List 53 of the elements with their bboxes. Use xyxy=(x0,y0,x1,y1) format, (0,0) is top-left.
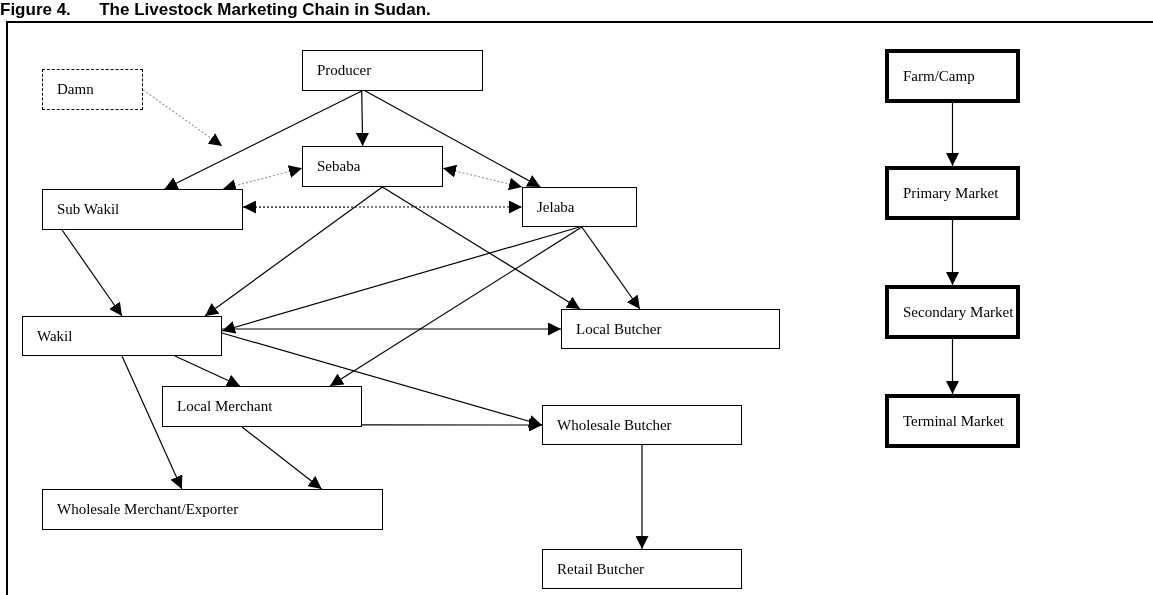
arrow xyxy=(121,355,183,490)
process-box xyxy=(22,316,222,356)
process-box xyxy=(561,309,780,349)
node-label: Terminal Market xyxy=(903,412,1004,430)
process-box xyxy=(522,187,637,227)
node-label: Wakil xyxy=(37,327,73,345)
arrow xyxy=(946,102,959,167)
node-label: Producer xyxy=(317,62,372,79)
arrow xyxy=(381,186,581,310)
node-label: Damn xyxy=(57,81,94,98)
process-box xyxy=(542,549,742,589)
node-label: Secondary Market xyxy=(903,303,1014,321)
arrow xyxy=(581,226,641,310)
node-label: Retail Butcher xyxy=(557,560,645,578)
process-box xyxy=(885,166,1020,220)
node-label: Jelaba xyxy=(537,198,575,216)
arrow xyxy=(361,418,543,432)
process-box xyxy=(885,285,1020,339)
process-box xyxy=(302,146,443,187)
node-label: Sub Wakil xyxy=(57,201,120,218)
arrow xyxy=(164,90,363,190)
process-box xyxy=(542,405,742,445)
node-label: Farm/Camp xyxy=(903,67,975,85)
node-label: Local Merchant xyxy=(177,398,273,415)
arrow xyxy=(442,164,523,191)
arrow xyxy=(221,226,581,334)
process-box xyxy=(42,69,143,110)
process-box xyxy=(162,386,362,427)
arrow xyxy=(242,200,523,214)
node-label: Wholesale Butcher xyxy=(557,416,672,434)
arrow xyxy=(946,219,959,286)
arrow xyxy=(61,229,123,317)
arrow xyxy=(174,355,241,387)
arrow xyxy=(241,426,323,490)
process-box xyxy=(42,189,243,230)
arrow xyxy=(355,90,369,147)
process-box xyxy=(42,489,383,530)
node-label: Wholesale Merchant/Exporter xyxy=(57,501,239,518)
process-box xyxy=(885,49,1020,103)
arrow xyxy=(364,90,541,188)
arrow xyxy=(221,322,562,336)
node-label: Local Butcher xyxy=(576,320,662,338)
figure-title: Figure 4. The Livestock Marketing Chain in Sudan. xyxy=(0,0,431,19)
arrow xyxy=(946,338,959,395)
arrow xyxy=(221,332,543,428)
arrow xyxy=(635,444,649,550)
process-box xyxy=(885,394,1020,448)
arrow xyxy=(204,186,383,317)
node-label: Primary Market xyxy=(903,184,999,202)
free-arrow xyxy=(142,89,223,147)
node-label: Sebaba xyxy=(317,158,361,175)
arrow xyxy=(329,226,583,387)
process-box xyxy=(302,50,483,91)
